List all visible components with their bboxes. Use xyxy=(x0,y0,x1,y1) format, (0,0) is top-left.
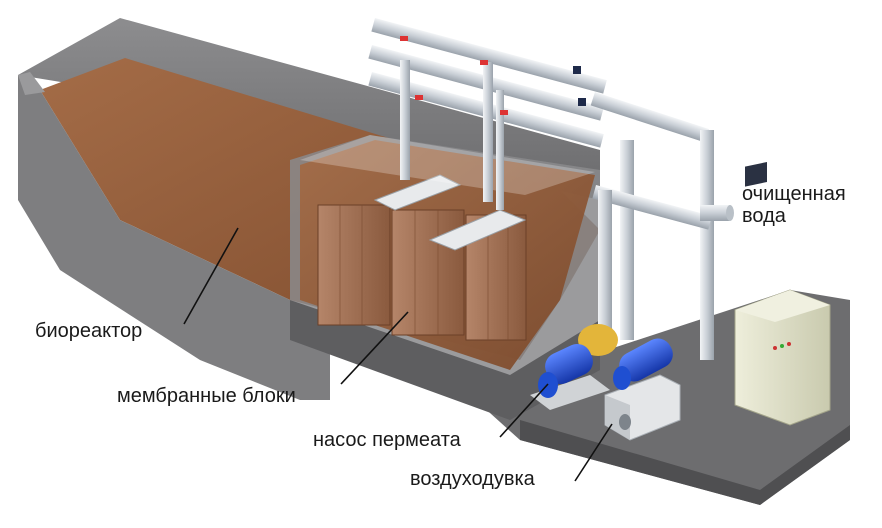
membrane-block xyxy=(318,205,390,325)
membrane-block xyxy=(392,210,464,335)
clean-water-label-line1: очищенная xyxy=(742,183,882,205)
clean-water-label: очищенная вода xyxy=(742,183,882,227)
permeate-pump-label: насос пермеата xyxy=(313,429,461,451)
blower-label: воздуходувка xyxy=(410,468,535,490)
bioreactor-label: биореактор xyxy=(35,320,142,342)
clean-water-label-line2: вода xyxy=(742,205,882,227)
membrane-blocks-label: мембранные блоки xyxy=(117,385,296,407)
